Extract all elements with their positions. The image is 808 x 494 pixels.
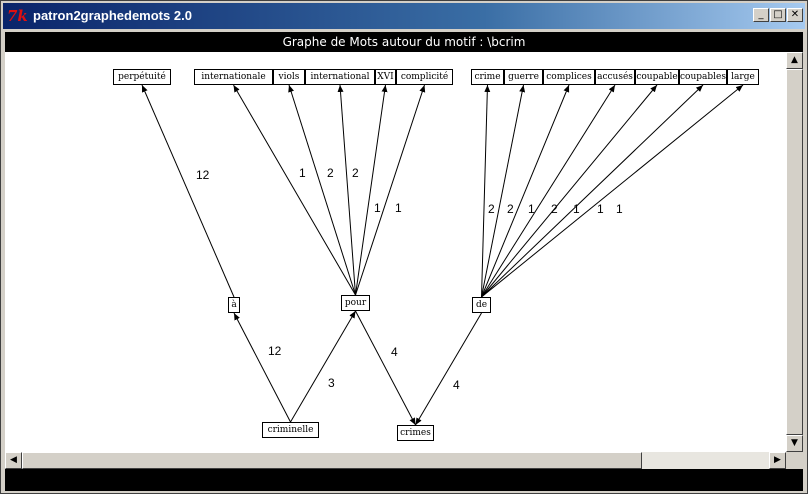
edge-weight-label: 12 bbox=[196, 168, 210, 182]
graph-node-complices[interactable]: complices bbox=[543, 69, 595, 85]
graph-node-pour[interactable]: pour bbox=[341, 295, 370, 311]
graph-node-xvi[interactable]: XVI bbox=[375, 69, 396, 85]
scroll-right-icon[interactable]: ▶ bbox=[769, 452, 786, 469]
graph-edge-pour-internationale bbox=[233, 84, 356, 296]
edge-weight-label: 4 bbox=[453, 378, 460, 392]
graph-node-guerre[interactable]: guerre bbox=[504, 69, 543, 85]
graph-edge-de-large bbox=[481, 84, 744, 298]
scroll-left-icon[interactable]: ◀ bbox=[5, 452, 22, 469]
graph-edge-de-complices bbox=[481, 84, 570, 298]
edge-weight-label: 1 bbox=[374, 201, 381, 215]
close-button[interactable]: ✕ bbox=[787, 8, 803, 22]
graph-node-viols[interactable]: viols bbox=[273, 69, 305, 85]
graph-edges: 1212211221211112344 bbox=[141, 84, 744, 426]
scrollbar-corner bbox=[786, 452, 803, 469]
graph-canvas[interactable]: 1212211221211112344 perpétuitéinternatio… bbox=[5, 52, 786, 452]
graph-edge-a-perpetuite bbox=[141, 84, 235, 298]
graph-node-large[interactable]: large bbox=[727, 69, 759, 85]
window-title: patron2graphedemots 2.0 bbox=[33, 8, 192, 23]
vertical-scroll-thumb[interactable] bbox=[786, 69, 803, 435]
graph-edge-de-crime bbox=[481, 84, 491, 298]
edge-weight-label: 2 bbox=[488, 202, 495, 216]
graph-header: Graphe de Mots autour du motif : \bcrim bbox=[5, 32, 803, 52]
graph-node-crime[interactable]: crime bbox=[471, 69, 504, 85]
graph-edge-de-accuses bbox=[481, 84, 616, 298]
graph-edge-pour-xvi bbox=[355, 84, 388, 296]
graph-node-crimes[interactable]: crimes bbox=[397, 425, 434, 441]
scroll-down-icon[interactable]: ▼ bbox=[786, 435, 803, 452]
graph-edge-criminelle-pour bbox=[290, 310, 356, 423]
graph-node-perpetuite[interactable]: perpétuité bbox=[113, 69, 171, 85]
graph-edge-de-coupables bbox=[481, 84, 704, 298]
status-bar bbox=[5, 469, 803, 491]
title-bar[interactable]: 7k patron2graphedemots 2.0 _ □ ✕ bbox=[3, 3, 805, 29]
graph-edge-de-guerre bbox=[481, 84, 526, 298]
edge-weight-label: 4 bbox=[391, 345, 398, 359]
graph-edge-criminelle-a bbox=[233, 312, 291, 423]
graph-node-complicite[interactable]: complicité bbox=[396, 69, 453, 85]
edge-weight-label: 1 bbox=[616, 202, 623, 216]
edge-weight-label: 2 bbox=[352, 166, 359, 180]
graph-node-internationale[interactable]: internationale bbox=[194, 69, 273, 85]
graph-node-accuses[interactable]: accusés bbox=[595, 69, 635, 85]
edge-weight-label: 1 bbox=[528, 202, 535, 216]
maximize-button[interactable]: □ bbox=[770, 8, 786, 22]
graph-node-coupable[interactable]: coupable bbox=[635, 69, 679, 85]
horizontal-scroll-thumb[interactable] bbox=[22, 452, 642, 469]
graph-node-de[interactable]: de bbox=[472, 297, 491, 313]
graph-edge-de-coupable bbox=[481, 84, 658, 298]
graph-node-a[interactable]: à bbox=[228, 297, 240, 313]
graph-node-coupables[interactable]: coupables bbox=[679, 69, 727, 85]
graph-edge-pour-international bbox=[337, 84, 356, 296]
edge-weight-label: 1 bbox=[573, 202, 580, 216]
edge-weight-label: 1 bbox=[395, 201, 402, 215]
graph-edge-pour-viols bbox=[288, 84, 356, 296]
graph-edge-pour-crimes bbox=[355, 310, 416, 426]
edge-weight-label: 3 bbox=[328, 376, 335, 390]
vertical-scrollbar[interactable]: ▲ ▼ bbox=[786, 52, 803, 452]
minimize-button[interactable]: _ bbox=[753, 8, 769, 22]
graph-node-criminelle[interactable]: criminelle bbox=[262, 422, 319, 438]
horizontal-scrollbar[interactable]: ◀ ▶ bbox=[5, 452, 786, 469]
edge-weight-label: 2 bbox=[507, 202, 514, 216]
edge-weight-label: 1 bbox=[299, 166, 306, 180]
tk-feather-icon: 7k bbox=[7, 7, 28, 25]
edge-weight-label: 1 bbox=[597, 202, 604, 216]
graph-edge-de-crimes bbox=[415, 312, 482, 426]
edge-weight-label: 2 bbox=[327, 166, 334, 180]
scroll-up-icon[interactable]: ▲ bbox=[786, 52, 803, 69]
graph-edge-pour-complicite bbox=[355, 84, 426, 296]
edge-weight-label: 12 bbox=[268, 344, 282, 358]
graph-node-international[interactable]: international bbox=[305, 69, 375, 85]
